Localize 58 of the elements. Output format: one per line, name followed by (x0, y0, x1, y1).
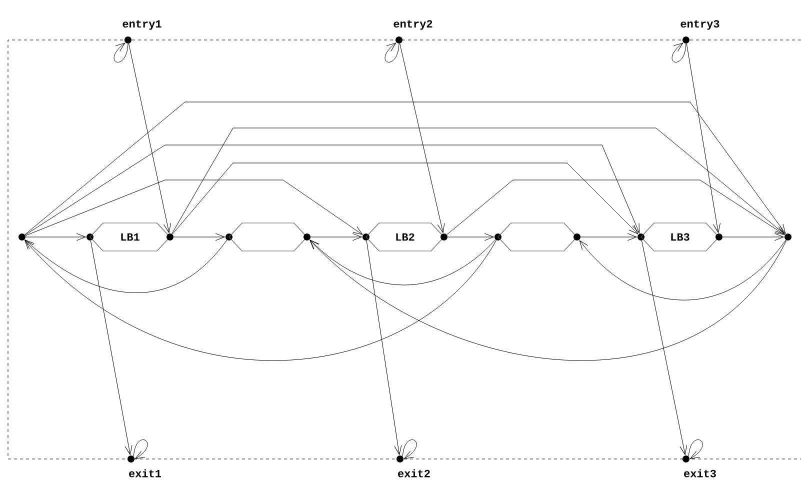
terminal-point: exit3 (682, 456, 716, 478)
junction-dot (494, 234, 502, 240)
arrow (402, 439, 417, 459)
arrow (310, 240, 787, 360)
arrow (686, 43, 720, 233)
hexagon-box: LB3 (640, 222, 720, 252)
arrow (672, 42, 686, 62)
arrow (310, 233, 362, 241)
terminal-point: exit1 (128, 456, 162, 478)
arrow (25, 180, 363, 236)
junction-dot (440, 234, 448, 240)
terminal-point: entry2 (394, 20, 432, 44)
junction-dot (362, 234, 370, 240)
node-label: exit1 (129, 469, 162, 478)
hexagon-box (498, 222, 578, 252)
arrow (90, 240, 132, 455)
arrow (173, 233, 225, 241)
node-label: entry1 (122, 20, 162, 30)
terminal-point: entry1 (122, 20, 162, 44)
hexagon-box (228, 222, 308, 252)
hexagon-box: LB1 (90, 222, 170, 252)
node-label: entry3 (680, 20, 720, 30)
arrow (688, 439, 703, 459)
arrow (172, 128, 785, 234)
junction-dot (574, 234, 580, 240)
arrow (447, 233, 494, 241)
junction-dot (784, 234, 792, 240)
arrow (580, 233, 637, 241)
junction-dot (18, 234, 26, 240)
arrow (446, 180, 785, 235)
node-label: entry2 (394, 20, 432, 30)
arrow (128, 43, 171, 233)
junction-dot (716, 234, 722, 240)
arrow (114, 42, 128, 62)
arrow (24, 240, 496, 360)
arrow (400, 43, 445, 233)
junction-dot (638, 234, 644, 240)
terminal-point: exit2 (396, 456, 430, 478)
node-label: exit3 (684, 469, 716, 478)
arrow (24, 102, 786, 235)
arrow (172, 162, 638, 234)
arrow (366, 240, 402, 455)
arrow (384, 42, 400, 62)
junction-dot (86, 234, 94, 240)
arrow (133, 439, 148, 459)
arrow (641, 240, 688, 455)
arrow (579, 240, 786, 300)
terminal-point: entry3 (680, 20, 720, 44)
arrow (25, 233, 86, 241)
junction-dot (304, 234, 310, 240)
hexagon-box: LB2 (366, 222, 444, 252)
junction-dot (226, 234, 232, 240)
arrow (24, 240, 228, 293)
node-label: exit2 (398, 469, 430, 478)
arrow (310, 239, 496, 286)
arrow (722, 233, 784, 241)
junction-dot (166, 234, 174, 240)
arrow (24, 144, 640, 236)
